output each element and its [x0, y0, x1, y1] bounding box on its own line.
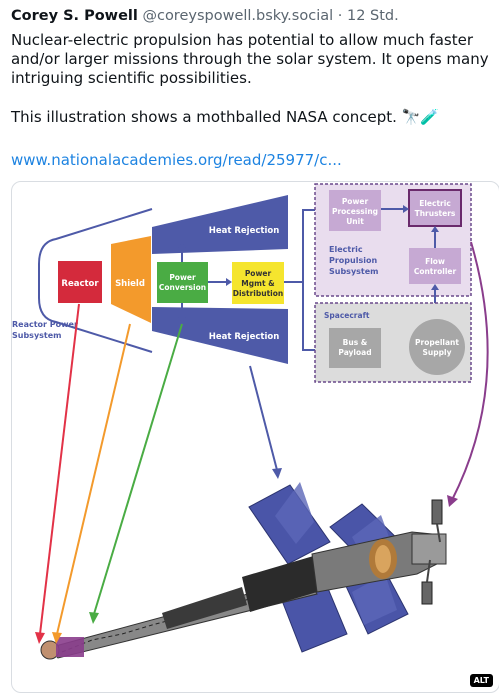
eps-label-2: Propulsion	[329, 256, 377, 265]
author-handle[interactable]: @coreyspowell.bsky.social	[142, 8, 334, 24]
thrusters-label-2: Thrusters	[415, 209, 456, 218]
arrow-head	[431, 284, 439, 290]
pmad-box	[232, 262, 284, 304]
ppu-label-2: Processing	[332, 207, 378, 216]
arrow-head	[35, 632, 45, 644]
radiator-pointer	[249, 365, 278, 471]
alt-text-badge[interactable]: ALT	[469, 674, 493, 687]
arrow-head	[447, 495, 458, 507]
rps-label-1: Reactor Power	[12, 320, 78, 329]
propellant-supply-circle	[409, 319, 465, 375]
post-header: Corey S. Powell @coreyspowell.bsky.socia…	[11, 8, 399, 24]
arrow-head	[52, 632, 62, 644]
pmad-label-2: Mgmt &	[241, 279, 275, 288]
thrusters-label-1: Electric	[419, 199, 451, 208]
flow-label-1: Flow	[425, 257, 445, 266]
propellant-label-1: Propellant	[415, 338, 459, 347]
bus-label-2: Payload	[338, 348, 371, 357]
arrow-head	[226, 278, 232, 286]
arrow-head	[89, 612, 99, 624]
thruster-pointer	[451, 241, 489, 501]
bus-payload-box	[329, 328, 381, 368]
ppu-label-1: Power	[342, 197, 369, 206]
ppu-box	[329, 190, 381, 231]
shield-shape	[111, 236, 151, 323]
heat-rejection-top-label: Heat Rejection	[209, 226, 280, 236]
author-name[interactable]: Corey S. Powell	[11, 8, 138, 24]
header-separator: ·	[337, 8, 343, 24]
power-conversion-label-2: Conversion	[159, 283, 206, 292]
reactor-subsystem-outline	[38, 208, 153, 353]
post-timestamp[interactable]: 12 Std.	[346, 8, 399, 24]
post-link[interactable]: www.nationalacademies.org/read/25977/c..…	[11, 151, 342, 169]
arrow-head	[272, 468, 282, 479]
electric-thrusters-box	[408, 189, 462, 227]
post-paragraph: This illustration shows a mothballed NAS…	[11, 107, 440, 126]
propellant-label-2: Supply	[423, 348, 452, 357]
flow-label-2: Controller	[414, 267, 457, 276]
pmad-label-3: Distribution	[233, 289, 283, 298]
pmad-to-ppu-line	[284, 209, 323, 283]
arrow-head	[403, 205, 409, 213]
heat-rejection-bottom	[152, 307, 288, 364]
post-paragraph: Nuclear-electric propulsion has potentia…	[11, 31, 489, 88]
post-image[interactable]: Heat Rejection Heat Rejection Reactor Sh…	[11, 181, 499, 693]
eps-label-1: Electric	[329, 245, 363, 254]
flow-controller-box	[409, 248, 461, 284]
bus-label-1: Bus &	[343, 338, 368, 347]
power-conversion-label-1: Power	[169, 273, 196, 282]
shield-pointer	[56, 323, 131, 635]
shield-label: Shield	[115, 279, 145, 289]
arrow-head	[178, 242, 186, 248]
rps-label-2: Subsystem	[12, 331, 62, 340]
ppu-label-3: Unit	[346, 217, 364, 226]
arrow-head	[178, 317, 186, 323]
pmad-label-1: Power	[245, 269, 272, 278]
power-conversion-box	[157, 262, 208, 303]
spacecraft-illustration	[40, 482, 447, 660]
nep-diagram: Heat Rejection Heat Rejection Reactor Sh…	[12, 183, 489, 660]
heat-rejection-top	[152, 195, 288, 254]
reactor-label: Reactor	[61, 279, 99, 289]
eps-label-3: Subsystem	[329, 267, 379, 276]
conversion-pointer	[93, 323, 183, 615]
spacecraft-label: Spacecraft	[324, 311, 370, 320]
post-body: Nuclear-electric propulsion has potentia…	[11, 31, 495, 127]
reactor-box	[58, 261, 102, 303]
heat-rejection-bottom-label: Heat Rejection	[209, 332, 280, 342]
arrow-head	[431, 226, 439, 232]
reactor-pointer	[39, 303, 80, 635]
